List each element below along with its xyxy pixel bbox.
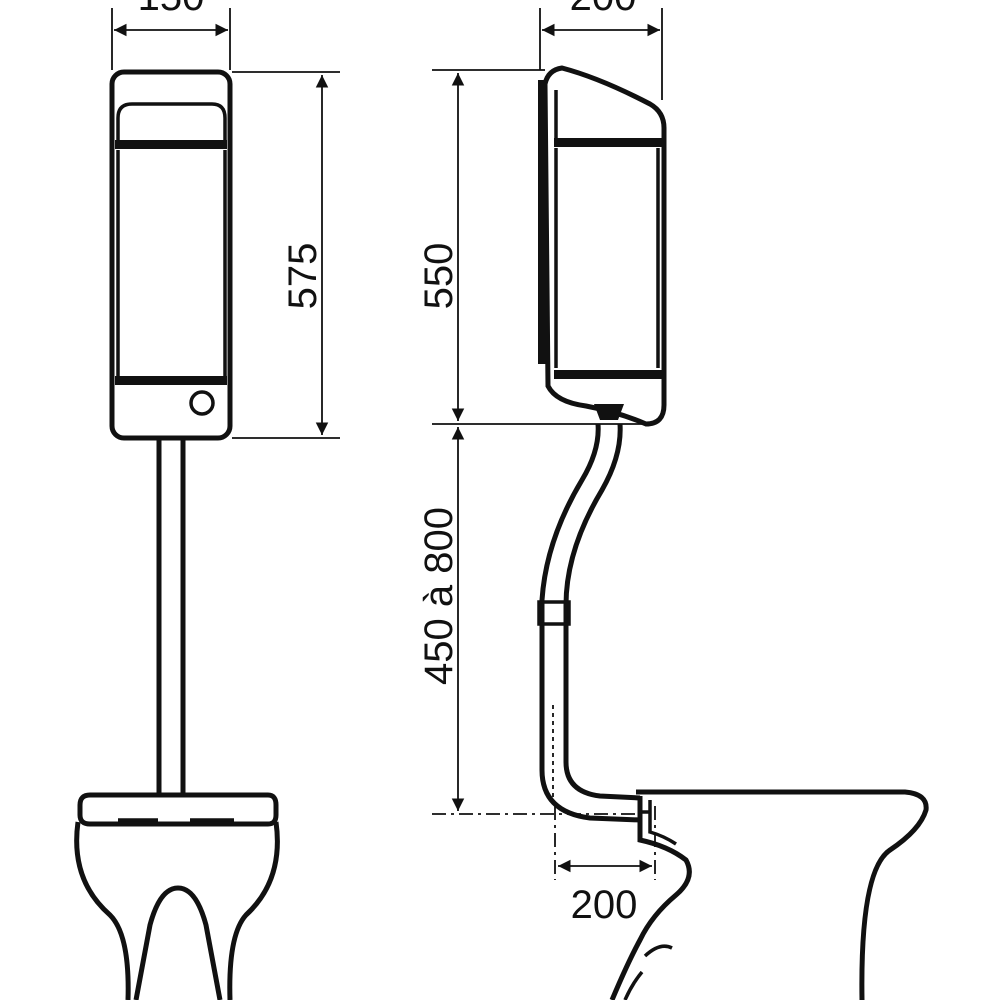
side-cistern-lower-stripe [554,370,662,379]
pipe-coupling [537,600,571,626]
side-outlet [594,404,624,420]
front-toilet-pedestal [133,885,223,1000]
mount-height-label: 450 à 800 [417,507,461,685]
side-cistern-upper-stripe [554,138,662,147]
front-height-label: 575 [281,243,325,310]
side-flush-pipe-outer [539,423,641,823]
front-cistern-lid-band [116,102,227,142]
side-width-label: 200 [570,0,637,19]
flush-button-icon [189,390,215,416]
front-cistern-body [109,69,233,441]
side-cistern-body [542,65,667,427]
front-cistern-lower-stripe [115,376,227,385]
side-cistern-back-plate [538,80,546,364]
side-flush-pipe-inner [563,423,641,801]
front-width-label: 150 [138,0,205,19]
side-toilet-body [636,789,929,1000]
side-view: 200 550 450 à 800 200 [417,0,929,1000]
front-toilet-bowl [74,821,131,1000]
front-view: 150 575 [74,0,340,1000]
front-cistern-upper-stripe [115,140,227,149]
offset-label: 200 [571,883,638,927]
side-height-label: 550 [417,243,461,310]
front-toilet-rim [77,792,279,827]
